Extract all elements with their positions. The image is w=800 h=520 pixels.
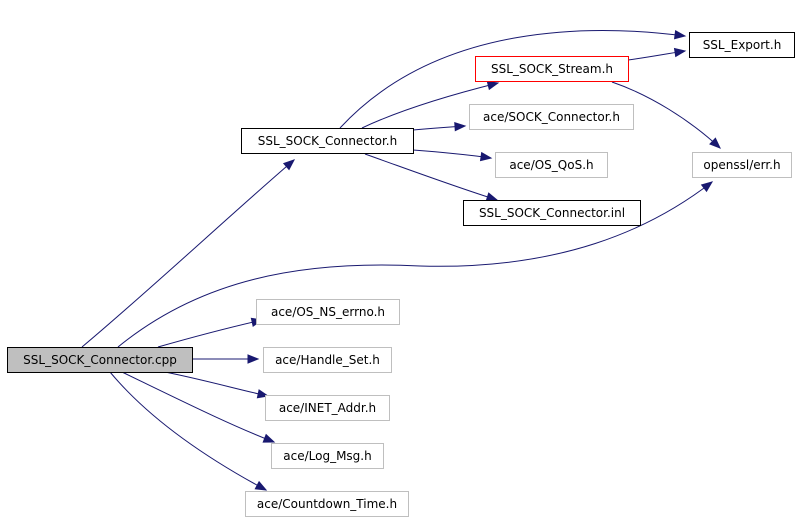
node-ace-inet-addr-h: ace/INET_Addr.h xyxy=(265,395,390,421)
arrowhead-stream_h xyxy=(486,80,500,91)
arrowhead-openssl_err xyxy=(700,181,714,193)
arrowhead-conn_h xyxy=(282,159,296,171)
arrowhead-export_h xyxy=(673,29,687,40)
node-ace-log-msg-h: ace/Log_Msg.h xyxy=(271,443,384,469)
edge-cpp-to-openssl_err xyxy=(117,181,713,348)
node-ace-handle-set-h: ace/Handle_Set.h xyxy=(263,347,392,373)
node-ssl-sock-connector-h[interactable]: SSL_SOCK_Connector.h xyxy=(241,128,414,154)
arrowhead-export_h xyxy=(673,47,687,58)
node-ace-countdown-time-h: ace/Countdown_Time.h xyxy=(245,491,409,517)
arrowhead-ace_log xyxy=(262,433,276,443)
arrowhead-ace_handle xyxy=(247,354,260,364)
node-ssl-sock-stream-h[interactable]: SSL_SOCK_Stream.h xyxy=(475,56,629,82)
arrowhead-ace_countdown xyxy=(254,480,268,491)
edge-stream_h-to-openssl_err xyxy=(611,81,721,149)
edge-conn_h-to-export_h xyxy=(339,30,686,129)
arrowhead-openssl_err xyxy=(709,137,721,149)
edge-cpp-to-conn_h xyxy=(81,159,295,348)
node-ace-sock-connector-h: ace/SOCK_Connector.h xyxy=(469,104,634,130)
node-ssl-export-h[interactable]: SSL_Export.h xyxy=(689,32,795,58)
edge-cpp-to-ace_log xyxy=(121,371,275,443)
node-openssl-err-h: openssl/err.h xyxy=(692,152,792,178)
node-ssl-sock-connector-inl[interactable]: SSL_SOCK_Connector.inl xyxy=(463,200,641,226)
edge-conn_h-to-conn_inl xyxy=(364,153,498,201)
edge-cpp-to-ace_errno xyxy=(157,319,263,348)
node-ssl-sock-connector-cpp: SSL_SOCK_Connector.cpp xyxy=(7,347,193,373)
node-ace-os-qos-h: ace/OS_QoS.h xyxy=(495,152,608,178)
edge-cpp-to-ace_countdown xyxy=(109,371,267,491)
edge-cpp-to-ace_inet xyxy=(164,371,269,397)
arrowhead-ace_qos xyxy=(479,151,493,162)
node-ace-os-ns-errno-h: ace/OS_NS_errno.h xyxy=(256,299,400,325)
edge-conn_h-to-ace_qos xyxy=(412,149,492,159)
edge-conn_h-to-stream_h xyxy=(361,82,499,129)
arrowhead-ace_sock_conn xyxy=(454,121,467,132)
